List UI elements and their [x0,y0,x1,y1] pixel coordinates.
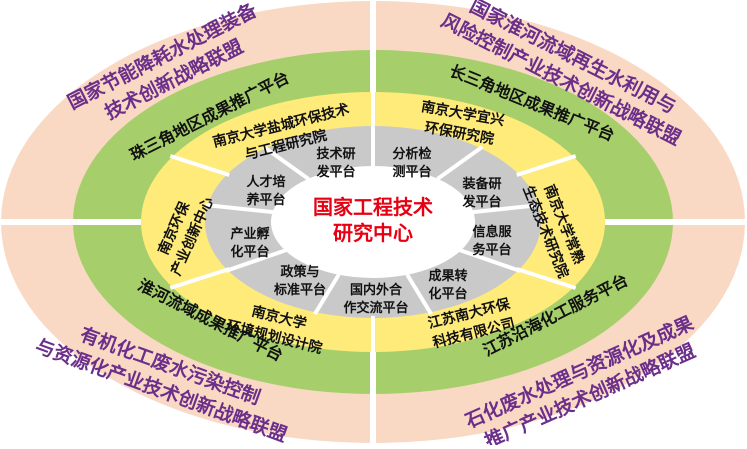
functional-divider-8 [205,202,275,215]
platform-tech-rd-line1: 技术研 [316,146,355,162]
platform-international-exchange-line2: 作交流平台 [343,300,408,316]
functional-divider-4 [458,248,521,273]
center-title-line1: 国家工程技术 [313,195,433,219]
research-institute-dividers [169,90,577,354]
platform-information-service-line1: 信息服 [472,224,512,240]
institute-divider-3 [516,267,577,290]
platform-talent-training-line1: 人才培 [246,174,285,190]
platform-industry-incubation: 产业孵 化平台 [230,226,269,260]
institute-divider-2 [516,154,577,177]
platform-analysis-testing-line2: 测平台 [392,164,431,180]
platform-tech-rd-line2: 发平台 [315,164,355,180]
functional-divider-5 [405,273,433,316]
platform-industry-incubation-line1: 产业孵 [230,226,269,242]
platform-industry-incubation-line2: 化平台 [230,244,269,260]
platform-analysis-testing-line1: 分析检 [392,146,431,162]
functional-divider-3 [471,202,541,215]
platform-achievement-transfer-line2: 化平台 [428,286,467,302]
platform-policy-standard-line1: 政策与 [280,264,319,280]
yellow-ring-labels: 南京大学盐城环保技术 与工程研究院 南京大学宜兴 环保研究院 南京大学常熟 生态… [155,98,588,357]
functional-divider-2 [436,145,484,181]
functional-platform-dividers [205,124,541,316]
platform-information-service: 信息服 务平台 [472,224,512,258]
platform-talent-training-line2: 养平台 [245,192,285,208]
gray-ring-labels: 技术研 发平台 分析检 测平台 装备研 发平台 信息服 务平台 成果转 化平台 … [230,146,512,316]
platform-talent-training: 人才培 养平台 [245,174,285,208]
platform-equipment-rd-line1: 装备研 [461,176,501,192]
platform-achievement-transfer-line1: 成果转 [428,268,467,284]
platform-tech-rd: 技术研 发平台 [315,146,355,180]
functional-divider-7 [225,248,288,273]
functional-divider-9 [262,145,310,181]
platform-policy-standard-line2: 标准平台 [273,282,326,298]
institute-divider-5 [169,267,230,290]
center-disc [271,166,475,278]
platform-achievement-transfer: 成果转 化平台 [428,268,467,302]
platform-policy-standard: 政策与 标准平台 [273,264,326,298]
platform-equipment-rd: 装备研 发平台 [461,176,501,210]
center-title-line2: 研究中心 [333,221,413,245]
platform-international-exchange: 国内外合 作交流平台 [343,282,408,316]
platform-information-service-line2: 务平台 [472,242,511,258]
platform-equipment-rd-line2: 发平台 [461,194,501,210]
functional-divider-6 [313,273,341,316]
platform-analysis-testing: 分析检 测平台 [392,146,431,180]
institute-divider-6 [169,154,230,177]
platform-international-exchange-line1: 国内外合 [350,282,403,298]
